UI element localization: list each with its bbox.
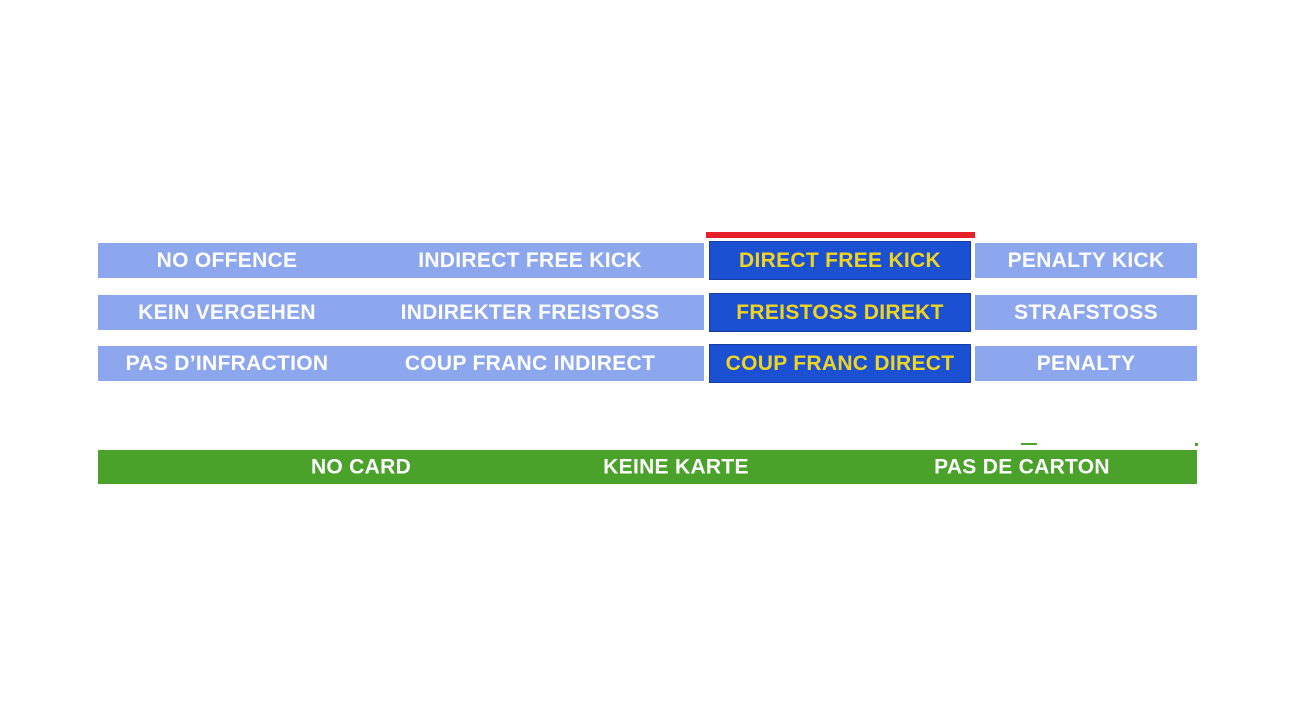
option-label: FREISTOSS DIREKT [736,301,944,324]
green-dot-artifact [1195,443,1198,446]
option-label: PENALTY KICK [1007,249,1165,272]
green-dash-artifact [1021,443,1037,445]
option-label: COUP FRANC INDIRECT [404,352,656,375]
option-penalty-kick-de[interactable]: STRAFSTOSS [975,295,1197,330]
option-no-offence-de[interactable]: KEIN VERGEHEN [98,295,356,330]
option-penalty-kick-en[interactable]: PENALTY KICK [975,243,1197,278]
option-label: DIRECT FREE KICK [739,249,941,272]
option-label: NO OFFENCE [156,249,298,272]
option-label: COUP FRANC DIRECT [725,352,955,375]
option-label: PAS D’INFRACTION [125,352,329,375]
option-label: PENALTY [1036,352,1136,375]
option-no-offence-fr[interactable]: PAS D’INFRACTION [98,346,356,381]
option-no-offence-en[interactable]: NO OFFENCE [98,243,356,278]
no-card-label-en: NO CARD [310,455,412,479]
no-card-label-fr: PAS DE CARTON [934,455,1110,479]
option-indirect-free-kick-de[interactable]: INDIREKTER FREISTOSS [356,295,704,330]
option-direct-free-kick-de-selected[interactable]: FREISTOSS DIREKT [709,293,971,332]
option-direct-free-kick-fr-selected[interactable]: COUP FRANC DIRECT [709,344,971,383]
option-label: KEIN VERGEHEN [138,301,316,324]
option-indirect-free-kick-fr[interactable]: COUP FRANC INDIRECT [356,346,704,381]
no-card-label-de: KEINE KARTE [603,455,749,479]
option-indirect-free-kick-en[interactable]: INDIRECT FREE KICK [356,243,704,278]
option-penalty-kick-fr[interactable]: PENALTY [975,346,1197,381]
option-direct-free-kick-en-selected[interactable]: DIRECT FREE KICK [709,241,971,280]
option-label: INDIREKTER FREISTOSS [400,301,660,324]
option-label: INDIRECT FREE KICK [418,249,642,272]
no-card-bar[interactable]: NO CARD KEINE KARTE PAS DE CARTON [98,450,1197,484]
option-label: STRAFSTOSS [1014,301,1158,324]
selected-column-indicator [706,232,975,238]
